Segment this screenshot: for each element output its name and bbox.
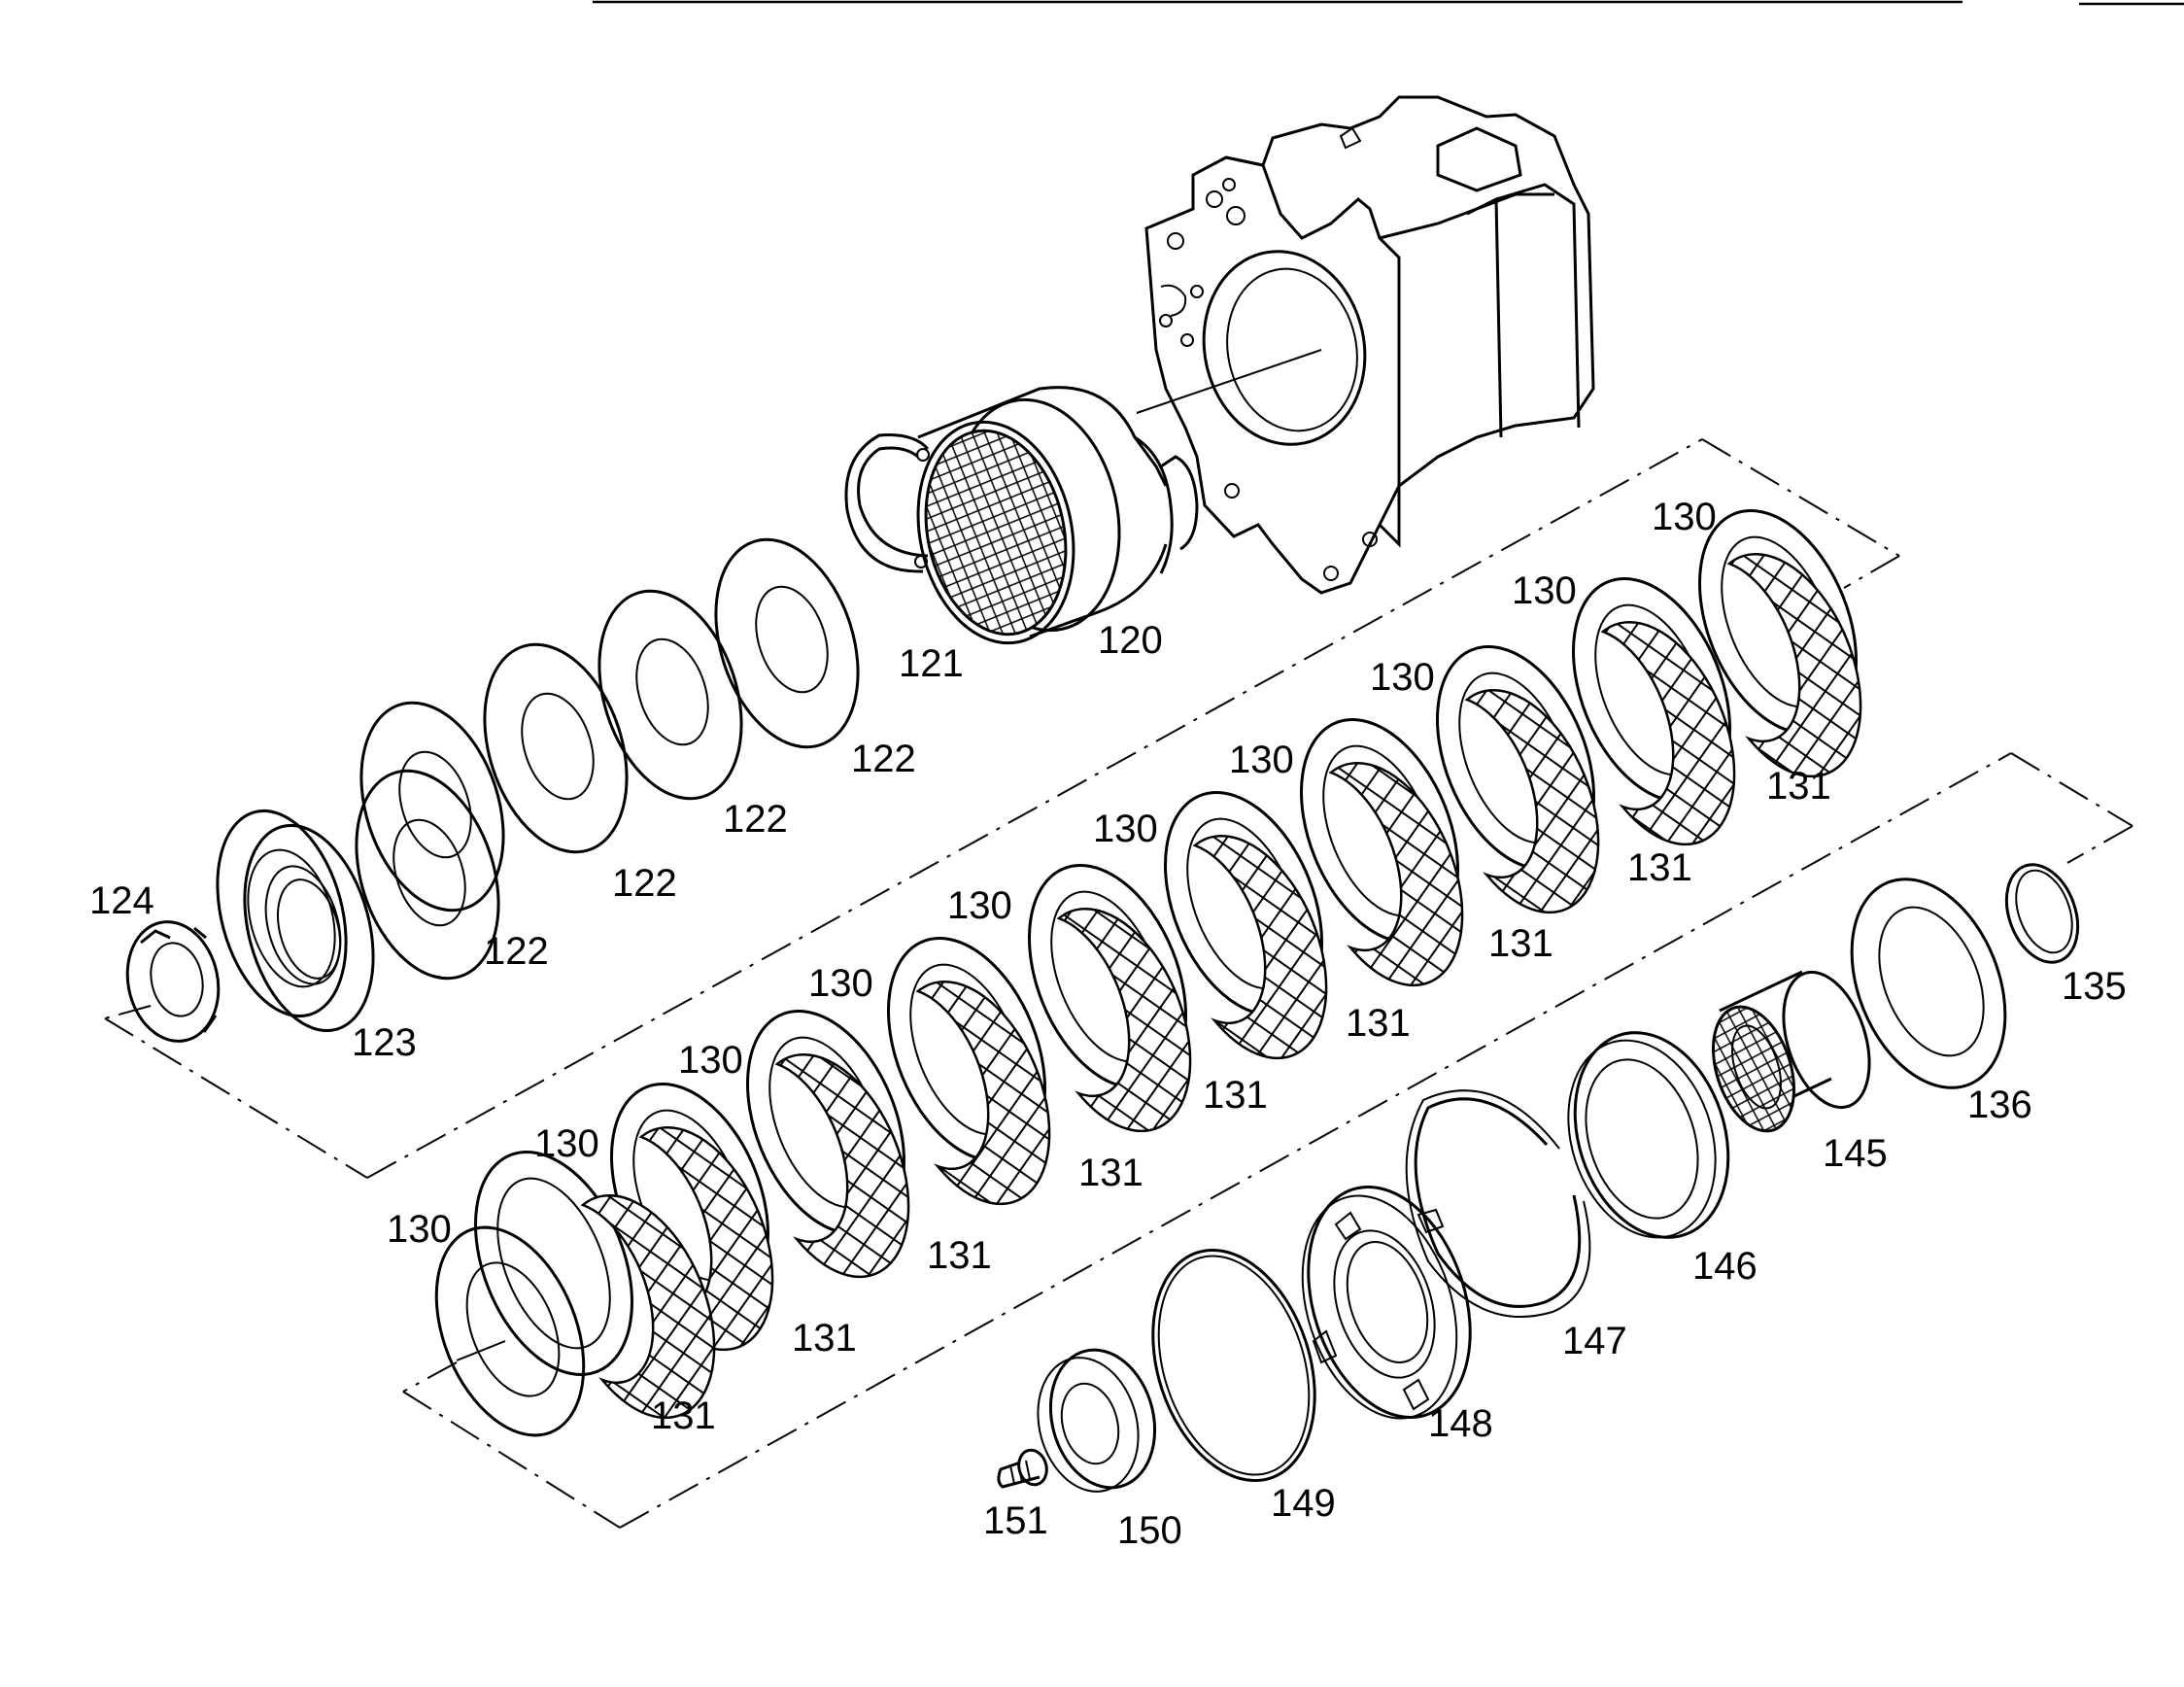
callout-135: 135: [2062, 965, 2127, 1008]
part-122-disc: [483, 642, 629, 854]
part-120-clutch-drum: [916, 386, 1199, 645]
callout-130: 130: [534, 1122, 599, 1165]
callout-131: 131: [1766, 765, 1831, 808]
callout-122: 122: [484, 930, 549, 973]
callout-121: 121: [899, 642, 964, 685]
part-147-split-ring: [1405, 1089, 1591, 1319]
callout-131: 131: [1203, 1074, 1268, 1117]
gearbox-housing: [1144, 95, 1595, 595]
callout-130: 130: [1370, 656, 1435, 699]
part-122-disc: [714, 537, 860, 749]
part-146-seal: [1567, 1031, 1730, 1239]
callout-131: 131: [651, 1394, 716, 1437]
clutch-disc-pair: [1436, 645, 1600, 914]
callout-124: 124: [89, 879, 154, 922]
callout-130: 130: [1093, 808, 1158, 850]
callout-151: 151: [983, 1499, 1048, 1542]
callout-120: 120: [1098, 619, 1163, 662]
part-135-snap-ring: [2004, 863, 2080, 964]
callout-labels: 120 121 122 122 122 122 122 123 124 130 …: [89, 496, 2127, 1552]
lower-row-dash-box: [402, 752, 2133, 1529]
callout-150: 150: [1117, 1509, 1182, 1552]
callout-148: 148: [1428, 1402, 1493, 1445]
callout-145: 145: [1823, 1132, 1888, 1175]
callout-131: 131: [1346, 1002, 1411, 1045]
clutch-disc-pair: [1028, 864, 1192, 1133]
clutch-disc-pair: [887, 937, 1051, 1206]
part-151-plug: [997, 1448, 1048, 1489]
callout-146: 146: [1692, 1245, 1757, 1288]
part-148-piston: [1301, 1185, 1472, 1420]
part-122-disc: [355, 769, 500, 981]
callout-130: 130: [808, 962, 873, 1005]
axis-line-housing: [1136, 349, 1322, 414]
callout-147: 147: [1562, 1320, 1627, 1362]
clutch-pack-130-131: [434, 509, 1862, 1437]
part-122-disc-group: [355, 537, 860, 981]
part-123-piston: [216, 809, 375, 1033]
part-122-disc: [597, 589, 743, 801]
callout-149: 149: [1271, 1482, 1336, 1525]
callout-131: 131: [792, 1317, 857, 1360]
part-149-o-ring: [1151, 1248, 1316, 1483]
callout-136: 136: [1967, 1084, 2032, 1126]
clutch-disc-pair: [474, 1151, 716, 1420]
callout-131: 131: [1488, 922, 1553, 965]
clutch-disc-pair: [1572, 577, 1736, 846]
part-124-slotted-nut: [125, 920, 221, 1043]
callout-130: 130: [387, 1208, 452, 1251]
callout-130: 130: [1229, 739, 1294, 781]
callout-130: 130: [1652, 496, 1717, 538]
clutch-disc-pair: [746, 1010, 910, 1279]
callout-130: 130: [1512, 569, 1577, 612]
part-121-snap-ring: [844, 433, 930, 573]
clutch-disc-pair: [1698, 509, 1862, 778]
callout-122: 122: [851, 738, 916, 780]
part-145-needle-bearing: [1712, 970, 1871, 1133]
callout-131: 131: [1078, 1152, 1143, 1194]
axis-line-pack: [456, 1340, 506, 1361]
upper-row-dash-box: [104, 438, 1900, 1179]
part-136-disc: [1850, 878, 2007, 1089]
callout-122: 122: [612, 862, 677, 905]
callout-131: 131: [927, 1234, 992, 1277]
clutch-disc-pair: [1300, 718, 1464, 987]
callout-122: 122: [723, 798, 788, 841]
callout-130: 130: [947, 884, 1012, 927]
front-plate-130: [434, 1225, 586, 1437]
part-150-washer: [1037, 1348, 1157, 1493]
clutch-disc-pair: [1164, 791, 1328, 1060]
callout-130: 130: [678, 1039, 743, 1082]
callout-131: 131: [1627, 846, 1692, 889]
callout-123: 123: [352, 1021, 417, 1064]
part-122-disc: [359, 701, 505, 912]
